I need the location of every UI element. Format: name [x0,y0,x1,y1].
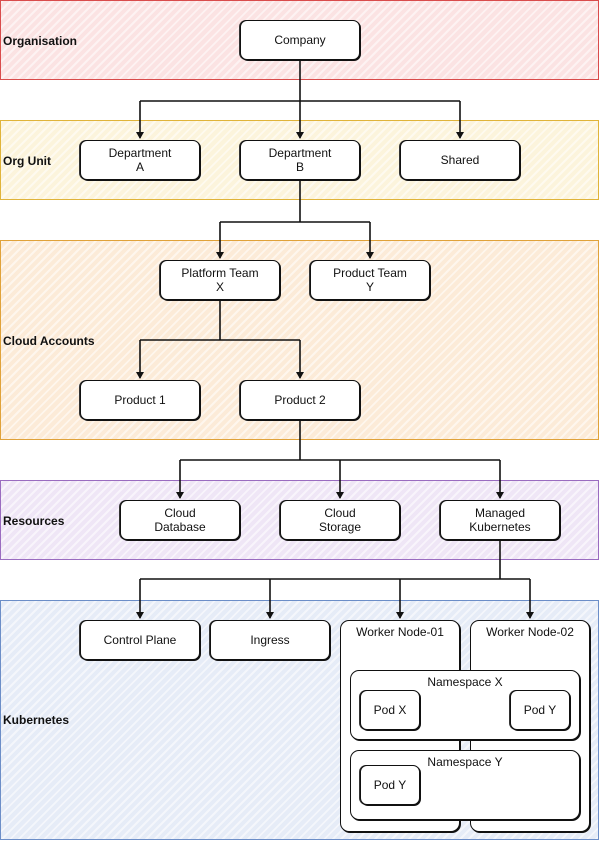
node-company-label: Company [274,33,326,47]
node-product-2[interactable]: Product 2 [240,380,360,420]
node-cloud-storage-label: Cloud Storage [318,506,362,534]
node-pod-y-namespace-y-label: Pod Y [373,778,407,792]
node-cloud-database[interactable]: Cloud Database [120,500,240,540]
node-platform-team-x-label: Platform Team X [181,266,259,294]
node-cloud-database-label: Cloud Database [154,506,206,534]
namespace-y-title: Namespace Y [427,755,503,769]
node-product-team-y-label: Product Team Y [333,266,407,294]
node-managed-kubernetes[interactable]: Managed Kubernetes [440,500,560,540]
node-company[interactable]: Company [240,20,360,60]
band-label-organisation: Organisation [3,34,78,48]
node-ingress-label: Ingress [250,633,290,647]
node-pod-x-label: Pod X [373,703,407,717]
worker-node-02-title: Worker Node-02 [486,625,574,639]
node-product-1-label: Product 1 [114,393,166,407]
worker-node-01-title: Worker Node-01 [356,625,444,639]
node-department-b[interactable]: Department B [240,140,360,180]
node-shared-label: Shared [440,153,480,167]
node-pod-y-namespace-y[interactable]: Pod Y [360,765,420,805]
node-department-b-label: Department B [268,146,332,174]
band-label-org-unit: Org Unit [3,154,51,168]
node-department-a[interactable]: Department A [80,140,200,180]
node-managed-kubernetes-label: Managed Kubernetes [469,506,531,534]
node-product-team-y[interactable]: Product Team Y [310,260,430,300]
node-control-plane[interactable]: Control Plane [80,620,200,660]
node-ingress[interactable]: Ingress [210,620,330,660]
node-shared[interactable]: Shared [400,140,520,180]
node-control-plane-label: Control Plane [103,633,177,647]
band-label-resources: Resources [3,514,65,528]
band-label-kubernetes: Kubernetes [3,713,70,727]
node-department-a-label: Department A [108,146,172,174]
node-pod-y-namespace-x[interactable]: Pod Y [510,690,570,730]
node-cloud-storage[interactable]: Cloud Storage [280,500,400,540]
node-pod-y-namespace-x-label: Pod Y [523,703,557,717]
namespace-x-title: Namespace X [427,675,503,689]
node-product-2-label: Product 2 [274,393,326,407]
node-product-1[interactable]: Product 1 [80,380,200,420]
node-platform-team-x[interactable]: Platform Team X [160,260,280,300]
node-pod-x[interactable]: Pod X [360,690,420,730]
band-label-cloud-accounts: Cloud Accounts [3,334,95,348]
